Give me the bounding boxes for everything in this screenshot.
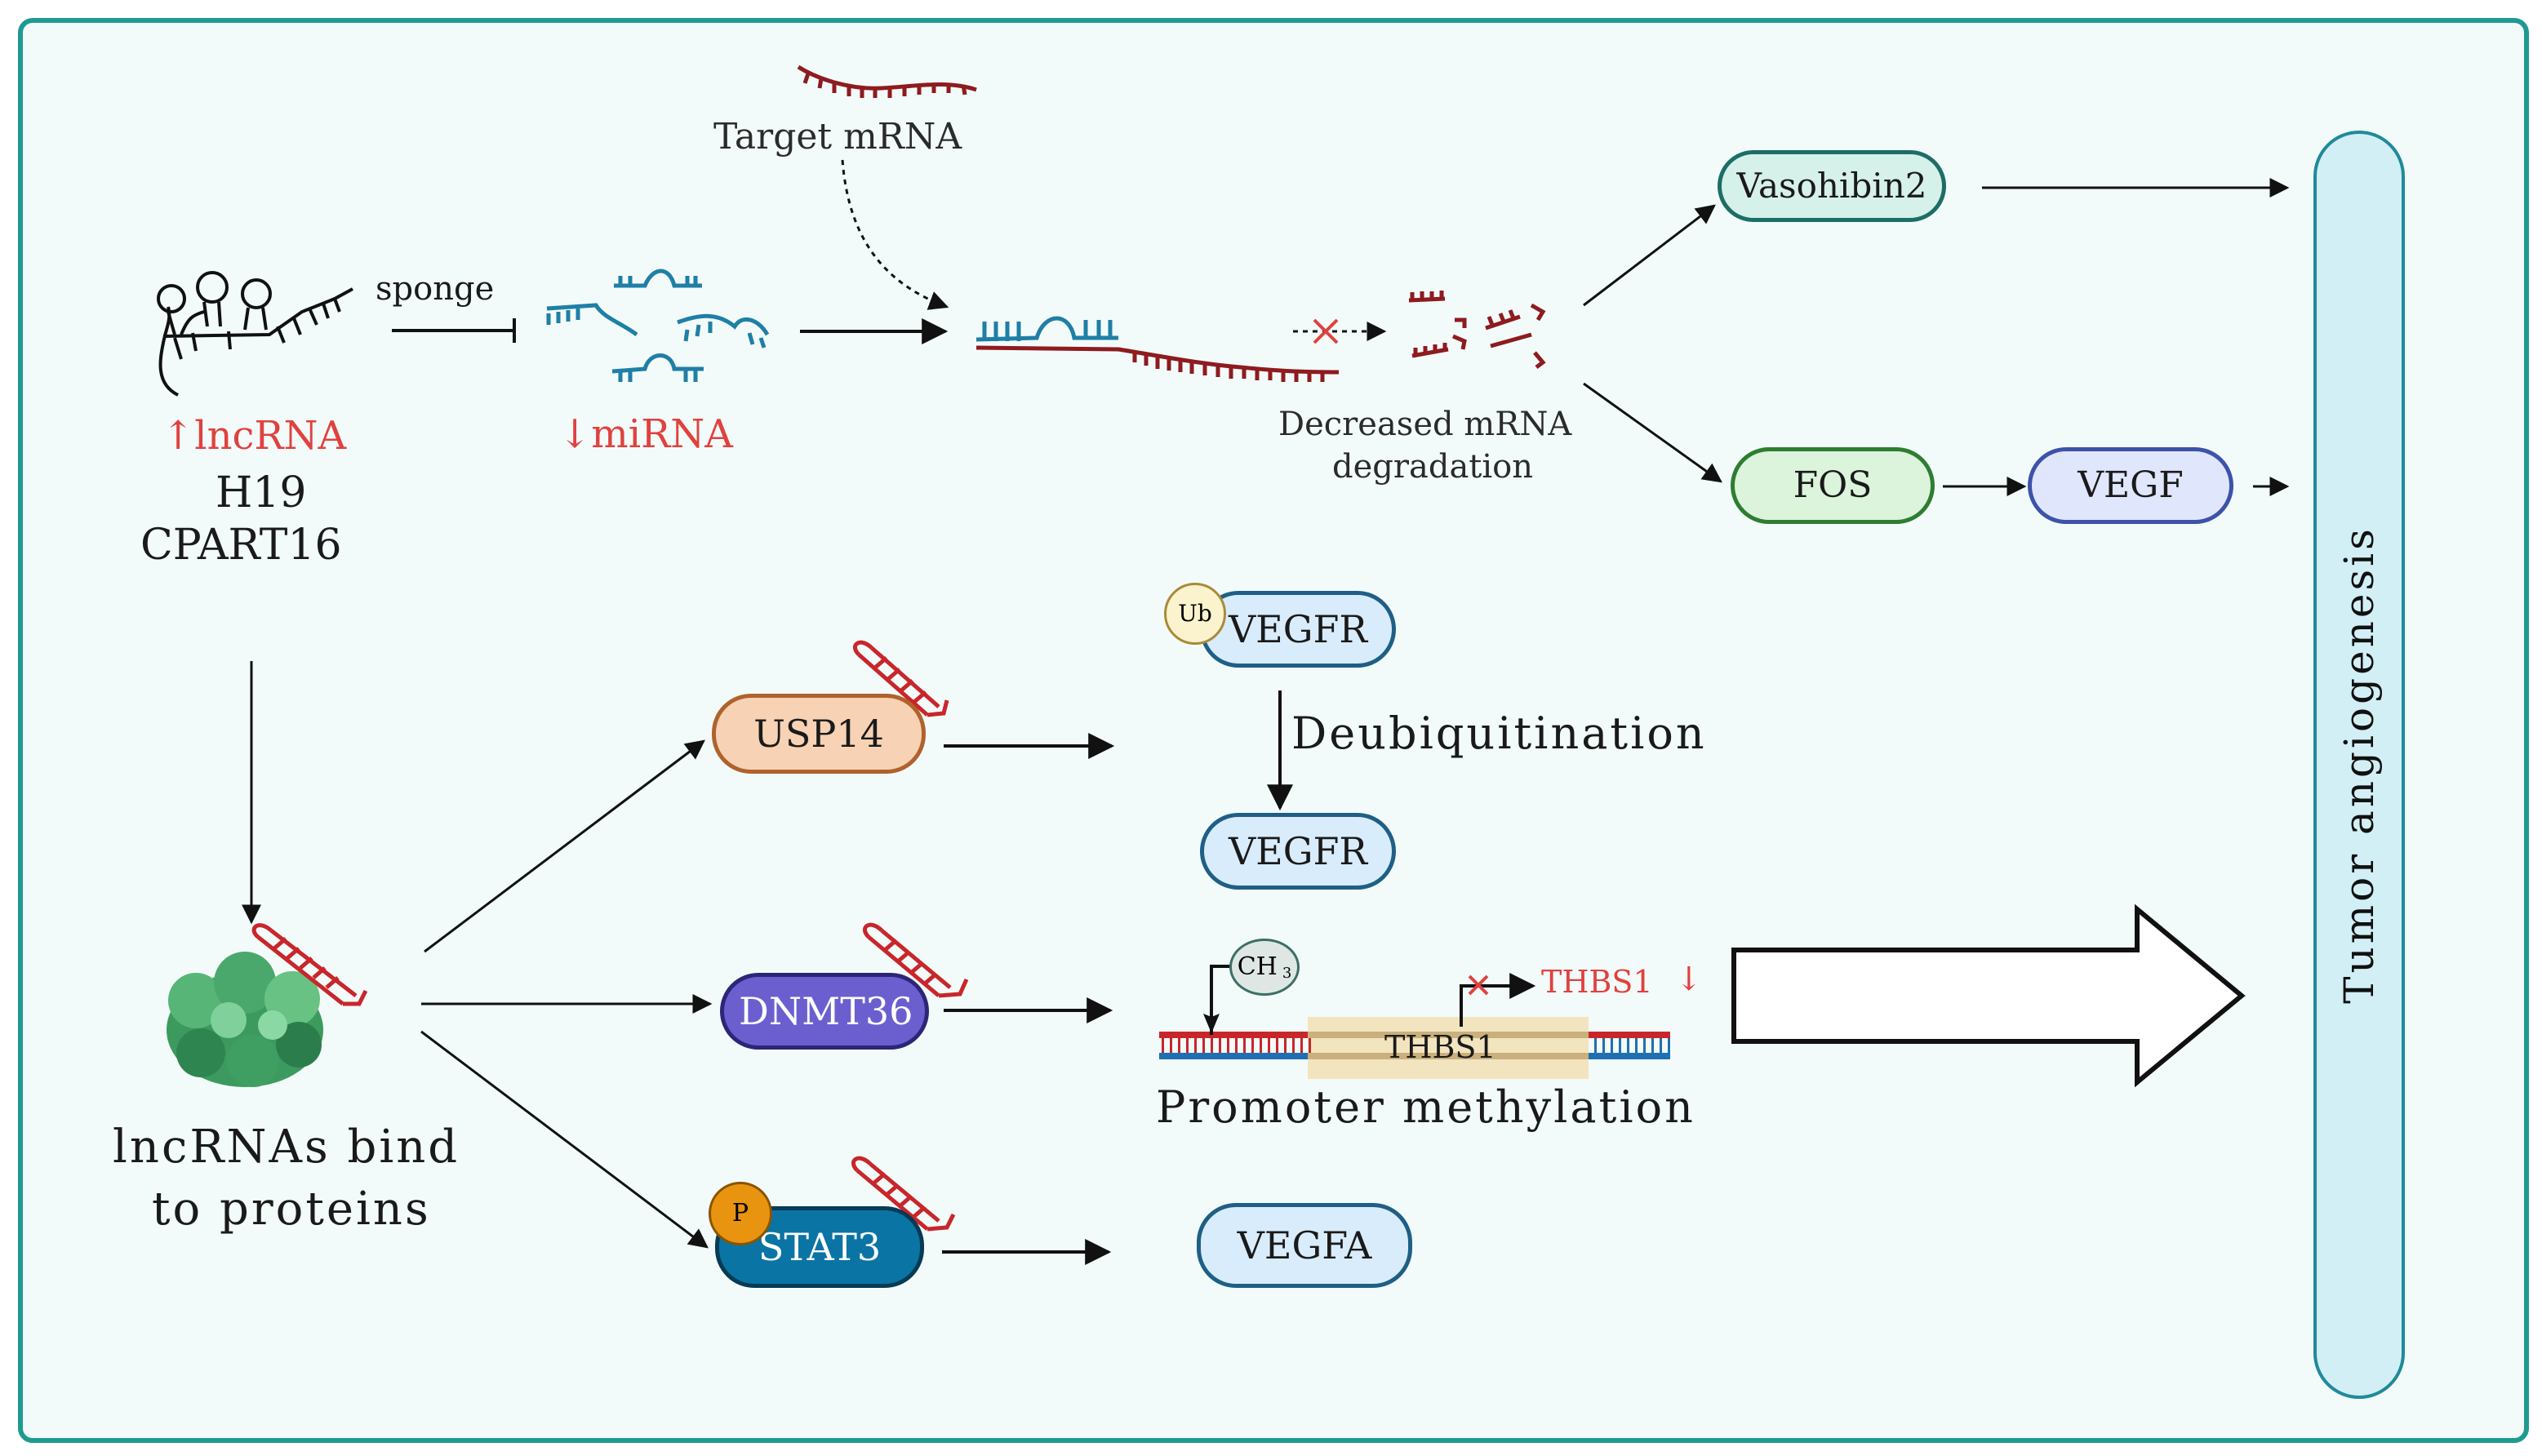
big-outcome-arrow [1731,903,2246,1088]
hairpin-icon-protein [251,923,368,1006]
hairpin-icon-usp14 [853,640,949,717]
to-vasohibin-arrow [1583,204,1716,307]
lncrna-h19-label: H19 [216,468,307,517]
tumor-angiogenesis-label: Tumor angiogenesis [2335,526,2383,1004]
to-stat3-arrow [420,1030,709,1249]
ub-badge: Ub [1164,583,1226,645]
lncrna-cpart16-label: CPART16 [140,521,342,570]
vasohibin2-node: Vasohibin2 [1718,150,1946,222]
lncrna-up-label: ↑lncRNA [162,413,347,459]
methylation-bent-arrow [1210,965,1231,1035]
mirna-cluster-icon [546,269,770,382]
protein-icon [167,952,323,1087]
vegfr-top-node: VEGFR [1200,591,1396,668]
p-badge: P [709,1182,772,1245]
protein-caption-line2: to proteins [152,1183,431,1236]
vegfr-bottom-node: VEGFR [1200,813,1396,890]
vegfa-node: VEGFA [1197,1203,1412,1288]
degradation-label-line2: degradation [1332,448,1534,486]
sponge-inhibition-line [392,318,516,343]
thbs1-down-label: THBS1 [1541,964,1653,1000]
transcription-bent-arrow [1460,973,1536,1027]
dnmt36-node: DNMT36 [720,973,929,1050]
tumor-angiogenesis-node: Tumor angiogenesis [2313,131,2405,1399]
to-usp14-arrow [424,739,705,953]
vegf-node: VEGF [2028,447,2233,524]
mirna-mrna-complex-icon [975,316,1340,382]
promoter-methylation-label: Promoter methylation [1156,1081,1695,1133]
lncrna-structure-icon [157,271,353,397]
target-mrna-dotted-arrow [841,159,949,310]
target-mrna-icon [797,64,977,98]
thbs1-down-arrow: ↓ [1675,961,1703,998]
fos-node: FOS [1731,447,1935,524]
ch3-badge-main: CH [1237,952,1278,981]
protein-caption-line1: lncRNAs bind [113,1121,460,1174]
degradation-label-line1: Decreased mRNA [1278,406,1572,443]
target-mrna-label: Target mRNA [713,116,962,158]
hairpin-icon-stat3 [851,1156,956,1232]
ch3-badge-sub: 3 [1282,965,1292,982]
to-fos-arrow [1583,382,1722,483]
thbs1-gene-label: THBS1 [1384,1029,1496,1065]
block-cross-icon [1313,318,1339,344]
dna-strand-icon [1159,1017,1670,1079]
sponge-label: sponge [376,270,495,308]
hairpin-icon-dnmt [863,922,969,998]
degraded-mrna-fragments-icon [1408,291,1546,369]
deubiquitination-label: Deubiquitination [1291,708,1707,759]
usp14-node: USP14 [712,694,926,774]
mirna-down-label: ↓miRNA [558,411,733,457]
transcription-block-cross-icon [1468,974,1489,996]
